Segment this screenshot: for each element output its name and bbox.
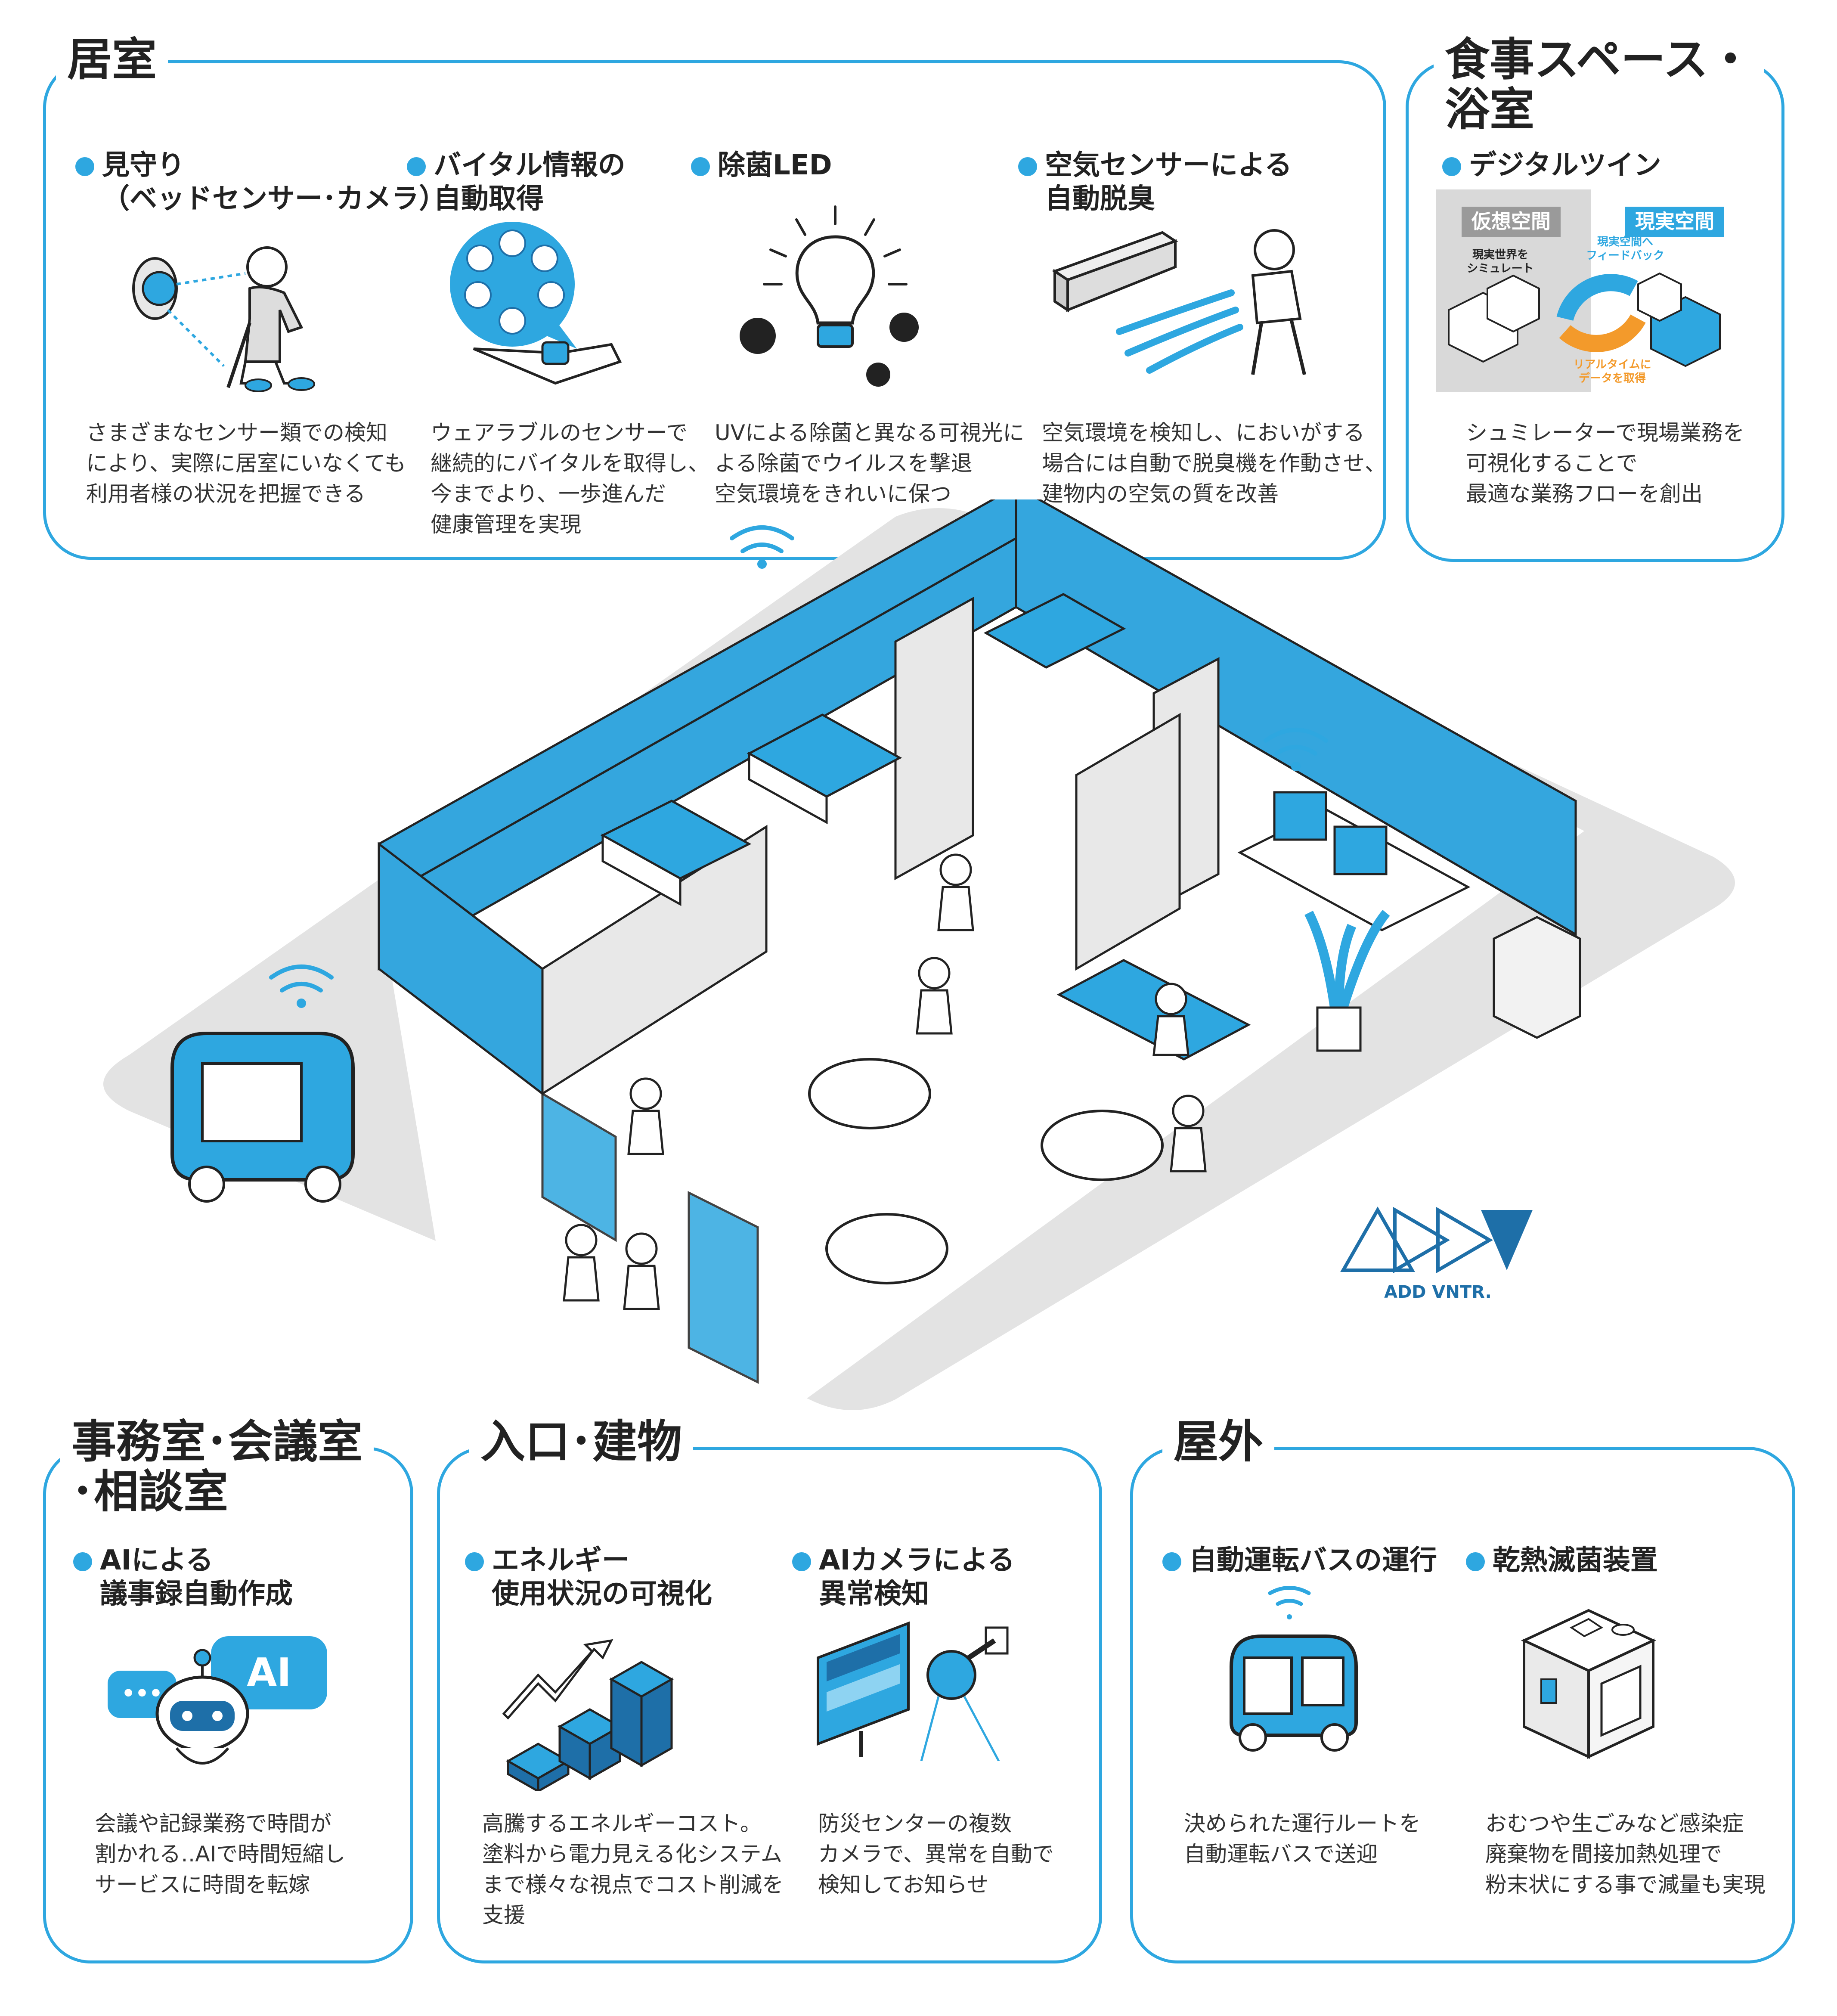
bullet-icon <box>1466 1552 1485 1571</box>
feature-title: 乾熱滅菌装置 <box>1493 1545 1658 1576</box>
sterilizer-unit <box>1493 916 1581 1039</box>
glass-door <box>541 1092 617 1242</box>
feature-desc: 防災センターの複数 カメラで、異常を自動で 検知してお知らせ <box>818 1811 1054 1897</box>
bullet-icon <box>1162 1552 1181 1571</box>
real-space-label: 現実空間 <box>1635 210 1714 233</box>
panel-title-iriguchi: 入口･建物 <box>469 1417 694 1467</box>
autonomous-bus <box>170 1032 355 1203</box>
feature-bus: 自動運転バスの運行 <box>1162 1544 1437 1577</box>
feature-desc: おむつや生ごみなど感染症 廃棄物を間接加熱処理で 粉末状にする事で減量も実現 <box>1485 1811 1766 1897</box>
feature-digital-twin: デジタルツイン <box>1442 149 1661 182</box>
feature-title: 空気センサーによる 自動脱臭 <box>1045 149 1292 215</box>
bullet-icon <box>1442 157 1461 176</box>
bullet-icon <box>73 1552 92 1571</box>
ai-camera-icon <box>817 1621 1009 1761</box>
bathtub <box>983 593 1126 669</box>
feature-desc: シュミレーターで現場業務を 可視化することで 最適な業務フローを創出 <box>1466 420 1744 506</box>
wifi-icon <box>269 525 1328 1008</box>
feature-desc: ウェアラブルのセンサーで 継続的にバイタルを取得し、 今までより、一歩進んだ 健… <box>431 420 709 537</box>
feature-desc: さまざまなセンサー類での検知 により、実際に居室にいなくても 利用者様の状況を把… <box>86 420 406 506</box>
bullet-icon <box>792 1552 811 1571</box>
svg-text:現実空間へフィードバック: 現実空間へフィードバック <box>1586 235 1664 262</box>
panel-title-kyoshitsu: 居室 <box>56 34 168 84</box>
simulate-line-2: シミュレート <box>1467 262 1533 275</box>
dining-table <box>808 1058 931 1129</box>
dining-table <box>825 1213 948 1284</box>
vital-icon <box>450 222 622 385</box>
panel-title-jimu: 事務室･会議室 ･相談室 <box>60 1417 374 1517</box>
ai-robot-icon: AI ••• <box>108 1636 327 1765</box>
feature-ai-minutes: AIによる 議事録自動作成 <box>73 1544 293 1611</box>
feedback-line-1: 現実空間へ <box>1597 235 1653 248</box>
feature-title: エネルギー 使用状況の可視化 <box>492 1545 712 1610</box>
panel-title-shokuji: 食事スペース・ 浴室 <box>1434 34 1764 135</box>
feature-title: デジタルツイン <box>1469 149 1661 181</box>
bullet-icon <box>1018 157 1037 176</box>
feature-title: AIカメラによる 異常検知 <box>819 1545 1015 1610</box>
feature-led: 除菌LED <box>691 149 832 182</box>
person-figures <box>563 853 1207 1310</box>
feature-vital: バイタル情報の 自動取得 <box>407 149 625 216</box>
bullet-icon <box>691 157 710 176</box>
feedback-line-2: フィードバック <box>1586 249 1664 262</box>
feature-desc: 決められた運行ルートを 自動運転バスで送迎 <box>1184 1811 1421 1867</box>
feature-energy: エネルギー 使用状況の可視化 <box>465 1544 712 1611</box>
sofa <box>1056 959 1251 1061</box>
feature-air: 空気センサーによる 自動脱臭 <box>1018 149 1292 216</box>
ai-label: AI <box>247 1650 291 1695</box>
feature-sterilizer: 乾熱滅菌装置 <box>1466 1544 1658 1577</box>
feature-title: 除菌LED <box>718 149 832 181</box>
feature-desc: 会議や記録業務で時間が 割かれる‥AIで時間短縮し サービスに時間を転嫁 <box>95 1811 346 1897</box>
addventure-logo: ADD VNTR. <box>1339 1201 1537 1305</box>
realtime-line-1: リアルタイムに <box>1573 358 1651 371</box>
feature-desc: UVによる除菌と異なる可視光に よる除菌でウイルスを撃退 空気環境をきれいに保つ <box>715 420 1025 506</box>
glass-door <box>688 1191 759 1384</box>
feature-ai-camera: AIカメラによる 異常検知 <box>792 1544 1015 1611</box>
feature-desc: 空気環境を検知し、においがする 場合には自動で脱臭機を作動させ、 建物内の空気の… <box>1042 420 1386 506</box>
feature-mimamori: 見守り （ベッドセンサー･カメラ） <box>75 149 446 216</box>
bullet-icon <box>75 157 94 176</box>
feature-title: バイタル情報の 自動取得 <box>434 149 626 215</box>
energy-chart-icon <box>502 1639 674 1791</box>
chat-dots: ••• <box>121 1681 163 1706</box>
bed-camera-icon <box>132 246 315 392</box>
svg-text:現実世界をシミュレート: 現実世界をシミュレート <box>1467 248 1533 275</box>
deodorizer-icon <box>1052 229 1306 375</box>
logo-mark <box>1340 1206 1533 1273</box>
wall-right <box>1015 499 1577 937</box>
realtime-line-2: データを取得 <box>1579 372 1646 385</box>
bus-icon <box>1230 1586 1358 1752</box>
panel-title-okugai: 屋外 <box>1162 1417 1275 1467</box>
virtual-space-label: 仮想空間 <box>1471 210 1551 233</box>
feature-desc: 高騰するエネルギーコスト。 塗料から電力見える化システム まで様々な視点でコスト… <box>482 1811 784 1928</box>
facility-illustration <box>103 499 1735 1412</box>
bullet-icon <box>407 157 426 176</box>
panel-iriguchi <box>437 1447 1102 1963</box>
feature-title: 自動運転バスの運行 <box>1189 1545 1437 1576</box>
dining-table <box>1041 1110 1164 1181</box>
digital-twin-icon: 仮想空間 現実空間 現実世界をシミュレート 現実空間へフィードバック リアルタイ… <box>1436 189 1724 392</box>
feature-title: 見守り （ベッドセンサー･カメラ） <box>102 149 446 215</box>
sterilizer-icon <box>1521 1609 1657 1759</box>
led-bulb-icon <box>740 205 919 387</box>
svg-text:リアルタイムにデータを取得: リアルタイムにデータを取得 <box>1573 358 1651 385</box>
feature-title: AIによる 議事録自動作成 <box>100 1545 293 1610</box>
plant <box>1304 909 1390 1009</box>
logo-text: ADD VNTR. <box>1384 1282 1492 1302</box>
simulate-line-1: 現実世界を <box>1472 248 1528 261</box>
bullet-icon <box>465 1552 484 1571</box>
